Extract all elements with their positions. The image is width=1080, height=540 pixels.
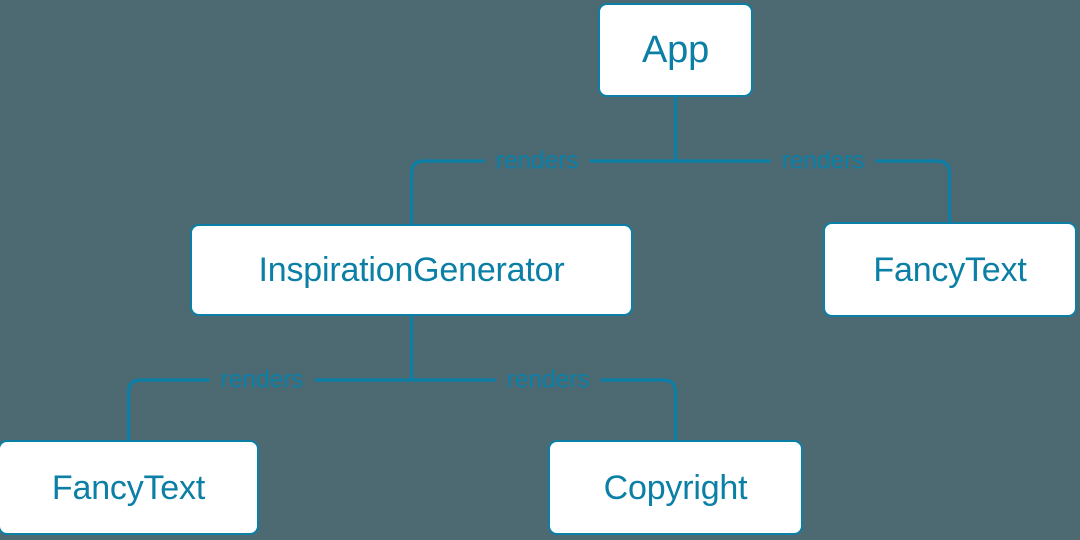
node-copyright[interactable]: Copyright (548, 440, 803, 535)
node-fancytext-bottom-label: FancyText (51, 468, 206, 507)
edge-label-inspiration-to-fancytext-bottom: renders (209, 367, 315, 393)
node-fancytext-bottom[interactable]: FancyText (0, 440, 259, 535)
node-app[interactable]: App (598, 3, 753, 97)
node-fancytext-right[interactable]: FancyText (823, 222, 1077, 317)
edge-label-app-to-inspiration: renders (484, 148, 590, 174)
node-app-label: App (641, 29, 709, 71)
edge-label-app-to-fancytext-right: renders (770, 148, 876, 174)
edge-label-inspiration-to-copyright: renders (495, 367, 601, 393)
node-inspiration-generator-label: InspirationGenerator (258, 251, 565, 289)
node-copyright-label: Copyright (603, 468, 748, 507)
node-inspiration-generator[interactable]: InspirationGenerator (190, 224, 633, 316)
node-fancytext-right-label: FancyText (873, 250, 1027, 289)
